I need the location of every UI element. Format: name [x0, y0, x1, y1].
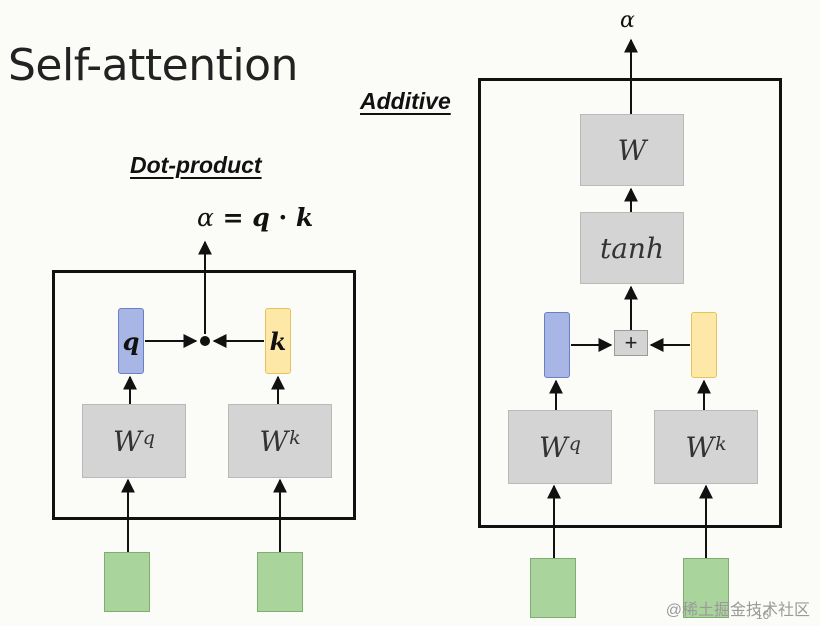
additive-query-vector — [544, 312, 570, 378]
dot-input-key — [257, 552, 303, 612]
additive-wk-sup: k — [715, 433, 727, 455]
page-number: 16 — [756, 608, 770, 622]
slide-title: Self-attention — [8, 40, 298, 91]
dot-product-operator — [200, 336, 210, 346]
formula-dot: · — [269, 203, 296, 232]
wk-sup: k — [289, 427, 301, 449]
query-vector: q — [118, 308, 144, 374]
dot-product-formula: α = q · k — [197, 203, 313, 232]
key-vector: k — [265, 308, 291, 374]
additive-wq-sup: q — [568, 433, 581, 455]
additive-output-alpha: α — [620, 8, 635, 33]
dot-product-heading: Dot-product — [130, 152, 262, 178]
formula-alpha: α — [197, 203, 214, 232]
wq-sup: q — [142, 427, 155, 449]
formula-q: q — [252, 203, 270, 232]
additive-key-vector — [691, 312, 717, 378]
dot-input-query — [104, 552, 150, 612]
watermark: @稀土掘金技术社区 — [665, 602, 810, 619]
additive-wq-base: W — [539, 430, 568, 464]
formula-equals: = — [213, 203, 253, 232]
w-box: W — [580, 114, 684, 186]
additive-input-query — [530, 558, 576, 618]
wk-base: W — [259, 424, 289, 458]
additive-wk-base: W — [685, 430, 715, 464]
additive-input-key — [683, 558, 729, 618]
formula-k: k — [295, 203, 314, 232]
wq-base: W — [113, 424, 142, 458]
additive-heading: Additive — [360, 88, 451, 114]
tanh-box: tanh — [580, 212, 684, 284]
plus-operator: + — [614, 330, 648, 356]
